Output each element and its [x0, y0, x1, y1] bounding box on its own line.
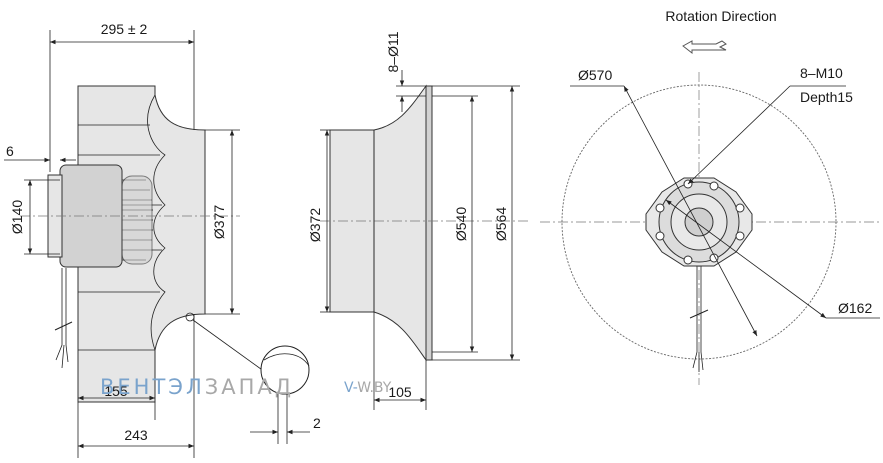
watermark: ВЕНТЭЛЗАПАД V-W.BY [100, 375, 392, 399]
front-cable [692, 266, 704, 372]
detail-marker [185, 312, 195, 322]
svg-text:ВЕНТЭЛЗАПАД: ВЕНТЭЛЗАПАД [100, 375, 294, 399]
cable-break [54, 321, 73, 331]
dim-hub-circle-diameter: Ø162 [838, 300, 872, 316]
watermark-site-blue: V- [344, 380, 358, 396]
detail-leader [192, 319, 266, 373]
mounting-plate [425, 85, 433, 361]
dim-flange-depth: 105 [388, 384, 412, 400]
front-view: Rotation Direction Ø570 8–M10 Depth15 [540, 8, 880, 385]
watermark-brand-gray: ЗАПАД [205, 375, 294, 399]
dim-detail-gap: 2 [313, 415, 321, 431]
blade-contour [147, 94, 166, 351]
inlet-cone [329, 84, 427, 362]
dim-total-base: 243 [124, 427, 148, 443]
leader-162 [665, 199, 827, 319]
dim-overall-length: 295 ± 2 [101, 21, 148, 37]
detail-view: 2 [250, 345, 321, 444]
inlet-view: 8–Ø11 Ø372 Ø540 Ø564 105 [307, 31, 530, 410]
watermark-site-gray: W.BY [357, 380, 392, 396]
thread-spec-label: 8–M10 [800, 65, 843, 81]
leader-thread [687, 85, 791, 185]
rotation-direction-label: Rotation Direction [665, 8, 776, 24]
dim-side-offset: 6 [6, 143, 14, 159]
motor-fin-block [121, 175, 153, 265]
dim-base-length: 155 [104, 383, 128, 399]
svg-text:V-W.BY: V-W.BY [344, 380, 392, 396]
thread-depth-label: Depth15 [800, 89, 853, 105]
dim-plate-inner-diameter: Ø540 [453, 207, 469, 241]
dim-bracket-width: 8–Ø11 [385, 31, 401, 72]
dim-hub-diameter: Ø140 [9, 200, 25, 234]
rotation-arrow-icon [682, 40, 727, 55]
dim-wheel-diameter: Ø377 [211, 205, 227, 239]
side-view: 295 ± 2 6 Ø140 Ø377 155 243 [4, 21, 266, 458]
cable [55, 268, 69, 369]
watermark-brand-blue: ВЕНТЭЛ [100, 375, 205, 399]
dim-plate-outer-diameter: Ø564 [493, 207, 509, 241]
dim-inlet-diameter: Ø372 [307, 208, 323, 242]
dim-outer-circle-diameter: Ø570 [578, 67, 612, 83]
